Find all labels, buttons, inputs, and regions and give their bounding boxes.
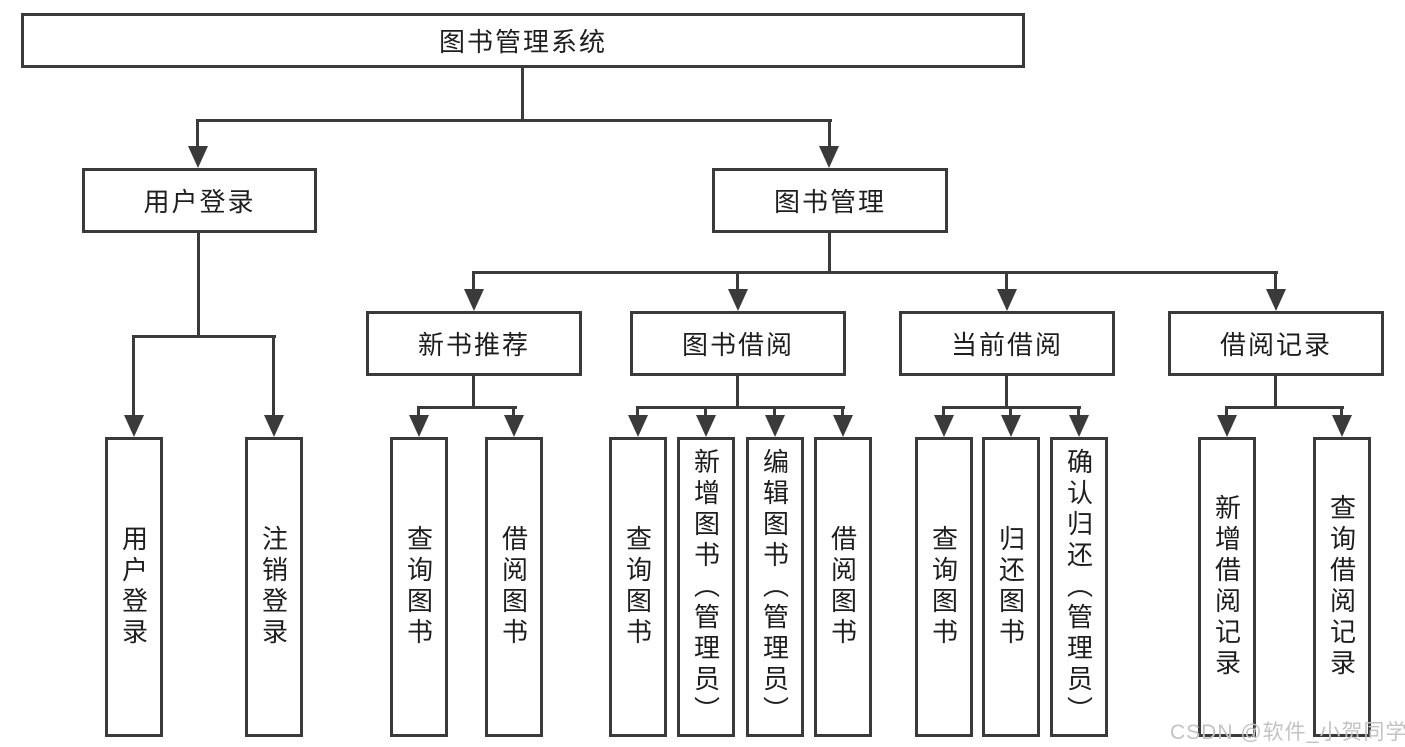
leaf-user-login-label: 用户登录 [118,525,149,649]
connector-bookmgmt-vertical [828,233,831,274]
connector-stub-leaf [942,406,945,418]
arrowhead-down-icon [1266,289,1286,311]
connector-stub-level3 [736,271,739,291]
node-borrow-records-label: 借阅记录 [1219,330,1332,360]
connector-stub-leaf [132,335,135,419]
leaf-add-borrow-record: 新增借阅记录 [1198,437,1256,737]
leaf-query-books-recommend-label: 查询图书 [403,525,434,649]
leaf-return-book: 归还图书 [982,437,1040,737]
connector-stub-leaf [773,406,776,418]
arrowhead-down-icon [997,289,1017,311]
node-root: 图书管理系统 [21,13,1025,68]
connector-stub-leaf [272,335,275,419]
connector-stub-level3 [472,271,475,291]
connector-newbook-vertical [472,376,475,409]
arrowhead-down-icon [728,289,748,311]
connector-stub-leaf [1077,406,1080,418]
connector-currentborrow-vertical [1005,376,1008,409]
connector-stub-user-login [196,119,199,149]
leaf-logout: 注销登录 [245,437,303,737]
arrowhead-down-icon [264,415,284,437]
leaf-confirm-return-admin-label: 确认归还（管理员） [1063,447,1094,727]
connector-bookborrow-vertical [736,376,739,409]
watermark-text: CSDN @软件_小贺同学 [1170,721,1405,744]
leaf-borrow-books-recommend: 借阅图书 [485,437,543,737]
leaf-query-books-current: 查询图书 [915,437,973,737]
arrowhead-down-icon [464,289,484,311]
arrowhead-down-icon [1069,415,1089,437]
connector-stub-leaf [512,406,515,418]
node-book-management-label: 图书管理 [773,187,886,217]
leaf-query-books-borrow: 查询图书 [609,437,667,737]
arrowhead-down-icon [1001,415,1021,437]
node-book-borrow-label: 图书借阅 [681,330,794,360]
leaf-query-books-recommend: 查询图书 [390,437,448,737]
connector-borrowrecords-horizontal [1225,406,1344,409]
node-user-login-label: 用户登录 [143,187,256,217]
node-current-borrow-label: 当前借阅 [950,330,1063,360]
arrowhead-down-icon [696,415,716,437]
arrowhead-down-icon [504,415,524,437]
leaf-edit-book-admin-label: 编辑图书（管理员） [759,447,790,727]
node-new-book-recommend-label: 新书推荐 [417,330,530,360]
connector-newbook-horizontal [417,406,517,409]
connector-stub-leaf [417,406,420,418]
connector-stub-leaf [1009,406,1012,418]
connector-userlogin-vertical [197,233,200,338]
arrowhead-down-icon [819,146,839,168]
arrowhead-down-icon [1332,415,1352,437]
node-book-management: 图书管理 [712,168,948,233]
connector-borrowrecords-vertical [1274,376,1277,409]
arrowhead-down-icon [628,415,648,437]
node-borrow-records: 借阅记录 [1168,311,1384,376]
leaf-query-borrow-record-label: 查询借阅记录 [1326,494,1357,680]
leaf-edit-book-admin: 编辑图书（管理员） [746,437,804,737]
connector-stub-level3 [1274,271,1277,291]
leaf-confirm-return-admin: 确认归还（管理员） [1050,437,1108,737]
connector-stub-leaf [636,406,639,418]
arrowhead-down-icon [765,415,785,437]
leaf-return-book-label: 归还图书 [995,525,1026,649]
leaf-query-books-borrow-label: 查询图书 [622,525,653,649]
connector-stub-book-management [828,119,831,149]
connector-bookborrow-horizontal [636,406,845,409]
node-current-borrow: 当前借阅 [899,311,1115,376]
arrowhead-down-icon [124,415,144,437]
connector-userlogin-horizontal [132,335,276,338]
leaf-borrow-books-label: 借阅图书 [827,525,858,649]
connector-stub-leaf [841,406,844,418]
leaf-query-books-current-label: 查询图书 [928,525,959,649]
leaf-add-book-admin: 新增图书（管理员） [677,437,735,737]
arrowhead-down-icon [934,415,954,437]
connector-root-vertical [521,68,524,121]
node-new-book-recommend: 新书推荐 [366,311,582,376]
connector-root-horizontal [196,119,832,122]
connector-stub-leaf [1225,406,1228,418]
arrowhead-down-icon [188,146,208,168]
leaf-borrow-books-recommend-label: 借阅图书 [498,525,529,649]
arrowhead-down-icon [409,415,429,437]
leaf-logout-label: 注销登录 [258,525,289,649]
connector-bookmgmt-horizontal [472,271,1278,274]
leaf-query-borrow-record: 查询借阅记录 [1313,437,1371,737]
connector-stub-leaf [704,406,707,418]
connector-stub-level3 [1005,271,1008,291]
node-root-label: 图书管理系统 [438,27,607,57]
arrowhead-down-icon [1217,415,1237,437]
leaf-borrow-books: 借阅图书 [814,437,872,737]
node-book-borrow: 图书借阅 [630,311,846,376]
connector-stub-leaf [1340,406,1343,418]
arrowhead-down-icon [833,415,853,437]
leaf-add-book-admin-label: 新增图书（管理员） [690,447,721,727]
node-user-login: 用户登录 [82,168,317,233]
leaf-user-login: 用户登录 [105,437,163,737]
leaf-add-borrow-record-label: 新增借阅记录 [1211,494,1242,680]
